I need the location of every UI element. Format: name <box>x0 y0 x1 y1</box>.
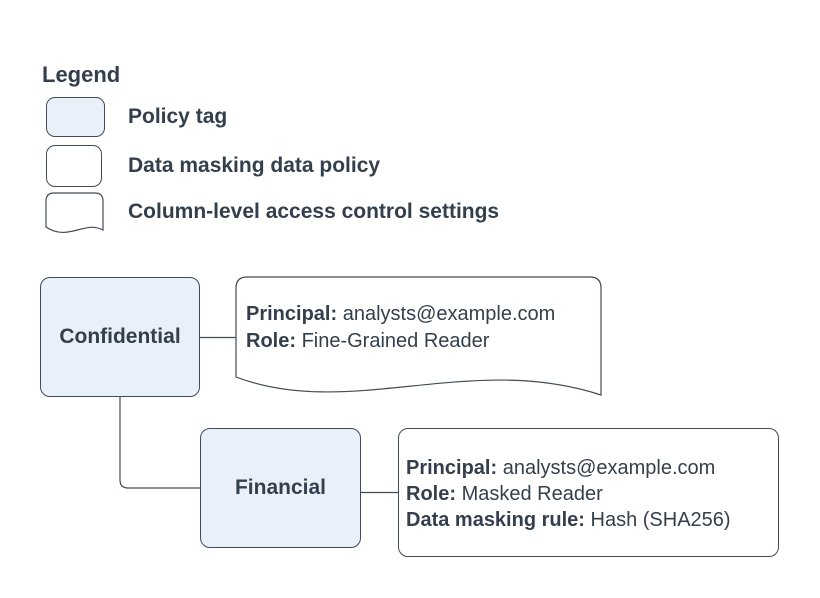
access-settings-field-principal: Principal: analysts@example.com <box>246 303 556 325</box>
access-settings-fields: Principal: analysts@example.com Role: Fi… <box>246 301 555 355</box>
data-policy-swatch <box>46 145 102 187</box>
data-policy-field-role: Role: Masked Reader <box>406 483 603 505</box>
access-settings-field-role: Role: Fine-Grained Reader <box>246 330 490 352</box>
data-policy-fields: Principal: analysts@example.com Role: Ma… <box>406 455 731 533</box>
legend-item-access-settings-label: Column-level access control settings <box>128 200 500 223</box>
connector-confidential-financial <box>119 397 200 489</box>
policy-tag-financial: Financial <box>200 428 361 548</box>
legend-title: Legend <box>42 62 121 87</box>
data-policy-field-principal: Principal: analysts@example.com <box>406 457 716 479</box>
policy-tag-confidential: Confidential <box>40 277 200 397</box>
legend-item-policy-tag-label: Policy tag <box>128 105 228 128</box>
policy-tag-confidential-label: Confidential <box>59 325 181 348</box>
policy-tag-financial-label: Financial <box>234 476 327 499</box>
legend-item-data-policy-label: Data masking data policy <box>128 154 381 177</box>
data-policy-field-masking-rule: Data masking rule: Hash (SHA256) <box>406 509 731 531</box>
policy-tag-swatch <box>46 97 105 137</box>
data-policy-card <box>398 428 779 557</box>
document-swatch-icon <box>45 192 104 233</box>
